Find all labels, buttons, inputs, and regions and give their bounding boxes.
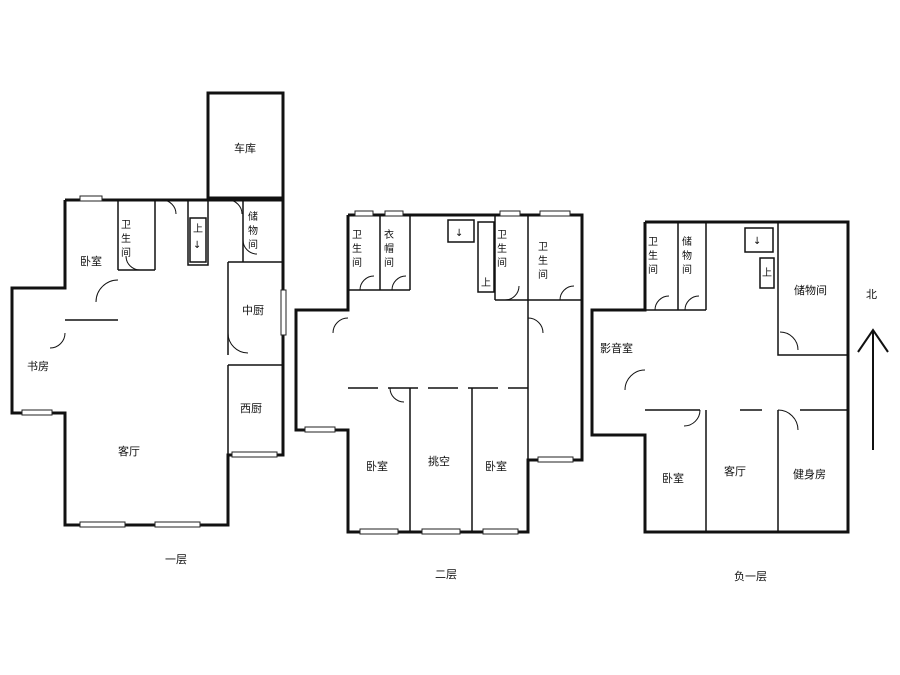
floor-2-stair-mark: ↓ (455, 228, 463, 239)
floor-1-chinese-kitchen-label: 中厨 (242, 304, 264, 317)
floor-basement-plan: ↓ 上 卫生间 储物间 储物间 影音室 卧室 客厅 健身房 负一层 (590, 220, 850, 583)
north-label: 北 (866, 288, 877, 301)
floor-1-living-room-label: 客厅 (118, 444, 140, 458)
floor-2-closet-label: 衣帽间 (384, 228, 394, 269)
floor-2-plan: ↓ 上 卫生间 衣帽间 卫生间 卫生间 卧室 挑空 卧室 二层 (294, 210, 584, 581)
floor-basement-outline (590, 220, 850, 534)
floor-1-study-label: 书房 (27, 360, 49, 373)
floor-2-bedroom-left-label: 卧室 (366, 459, 388, 473)
floor-basement-storage-small-label: 储物间 (682, 235, 692, 276)
north-compass: 北 (857, 288, 889, 450)
garage-walls (206, 91, 285, 200)
floor-1-plan: 上 ↓ 车库 卧室 卫生间 储物间 中厨 西厨 书房 客厅 一层 (10, 91, 287, 566)
floor-1-title: 一层 (165, 553, 187, 566)
floor-2-stair-label: 上 (481, 277, 491, 289)
floor-1-garage-label: 车库 (234, 141, 256, 155)
floor-basement-living-room-label: 客厅 (724, 464, 746, 478)
floor-2-title: 二层 (435, 568, 457, 581)
floor-1-stair-label: 上 (193, 223, 203, 235)
floor-1-western-kitchen-label: 西厨 (240, 402, 262, 415)
floor-basement-audio-room-label: 影音室 (600, 341, 633, 355)
floor-2-outline (294, 213, 584, 534)
floor-1-bathroom-label: 卫生间 (121, 220, 131, 259)
floor-basement-stair-label: 上 (762, 267, 772, 279)
floor-1-stair-mark: ↓ (193, 240, 201, 251)
floor-2-bathroom-c-label: 卫生间 (538, 242, 548, 281)
floor-2-bathroom-a-label: 卫生间 (352, 230, 362, 269)
floor-1-storage-label: 储物间 (248, 210, 258, 251)
floor-basement-storage-large-label: 储物间 (794, 283, 827, 297)
floor-basement-title: 负一层 (734, 569, 767, 583)
floor-basement-stair-mark: ↓ (753, 236, 761, 247)
north-arrowhead-icon (857, 328, 889, 353)
floor-basement-gym-label: 健身房 (793, 467, 826, 481)
floor-1-outline (10, 198, 285, 527)
floor-basement-bathroom-label: 卫生间 (648, 237, 658, 276)
floor-2-bathroom-b-label: 卫生间 (497, 230, 507, 269)
floor-2-void-label: 挑空 (428, 454, 450, 468)
floor-2-bedroom-right-label: 卧室 (485, 459, 507, 473)
floor-1-bedroom-label: 卧室 (80, 254, 102, 268)
floor-basement-bedroom-label: 卧室 (662, 471, 684, 485)
